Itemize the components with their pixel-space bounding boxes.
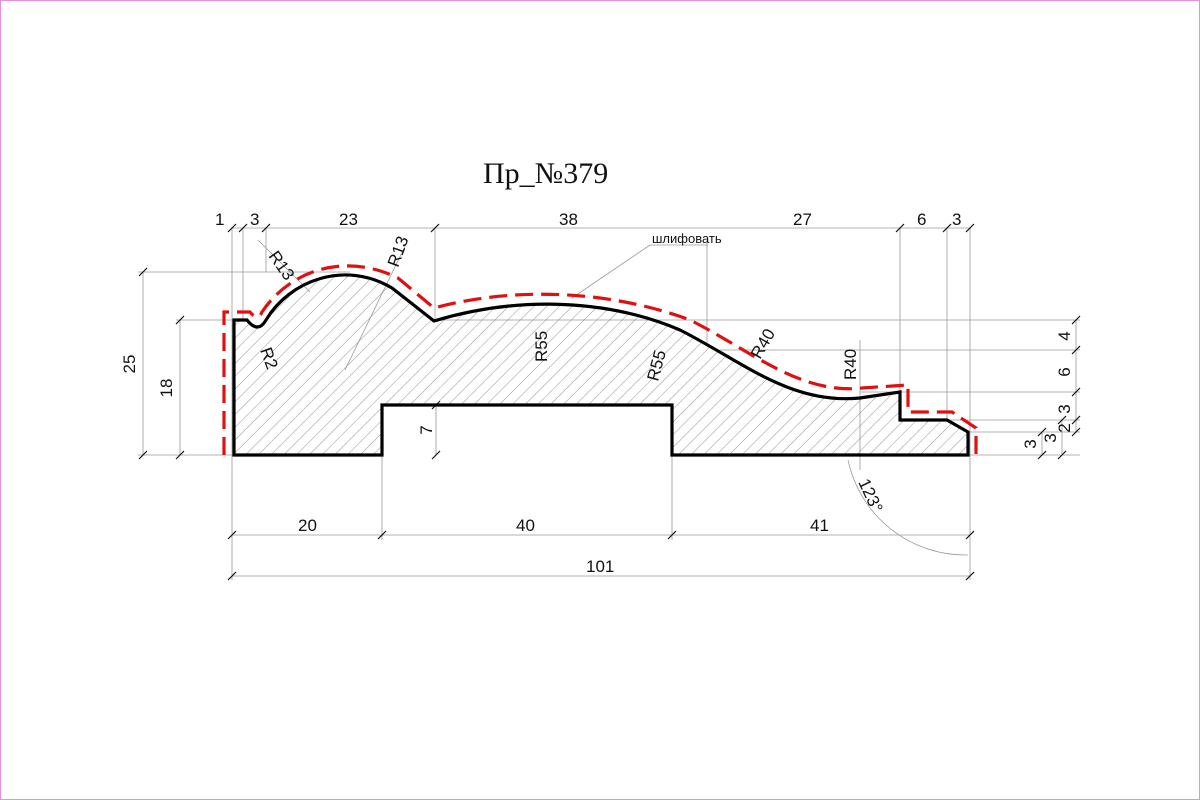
radius-r55-left: R55	[532, 331, 551, 362]
dim-bottom-3: 41	[810, 516, 829, 535]
dim-top-3: 23	[339, 210, 358, 229]
dim-bottom-2: 40	[516, 516, 535, 535]
bottom-dimensions: 20 40 41 101	[298, 516, 829, 576]
sanding-note: шлифовать	[652, 231, 722, 246]
angle-label: 123°	[854, 476, 886, 516]
dim-top-1: 1	[215, 210, 224, 229]
dim-right-3: 3	[1055, 404, 1074, 413]
dimension-ticks	[138, 223, 1081, 581]
radius-r13-right: R13	[384, 234, 413, 270]
dim-right-1: 4	[1055, 331, 1074, 340]
right-step-dimensions: 4 6 3 2 3 3	[1021, 331, 1074, 448]
dim-overall: 101	[586, 557, 614, 576]
dim-height-body: 18	[157, 379, 176, 398]
profile-section	[232, 273, 970, 457]
dim-top-7: 3	[952, 210, 961, 229]
dim-top-6: 6	[917, 210, 926, 229]
radius-r40-right: R40	[841, 349, 860, 380]
top-dimensions: 1 3 23 38 27 6 3	[215, 210, 961, 229]
radius-r13-left: R13	[265, 247, 298, 283]
dim-groove-depth: 7	[417, 425, 436, 434]
sanding-contour	[222, 264, 978, 462]
dim-right-2: 6	[1055, 367, 1074, 376]
dim-top-4: 38	[559, 210, 578, 229]
dim-right-5: 3	[1041, 433, 1060, 442]
dim-top-5: 27	[793, 210, 812, 229]
drawing-title: Пр_№379	[483, 157, 608, 190]
dim-top-2: 3	[250, 210, 259, 229]
dim-right-6: 3	[1021, 439, 1040, 448]
dim-right-4: 2	[1055, 423, 1074, 432]
dim-height-total: 25	[120, 355, 139, 374]
dim-bottom-1: 20	[298, 516, 317, 535]
